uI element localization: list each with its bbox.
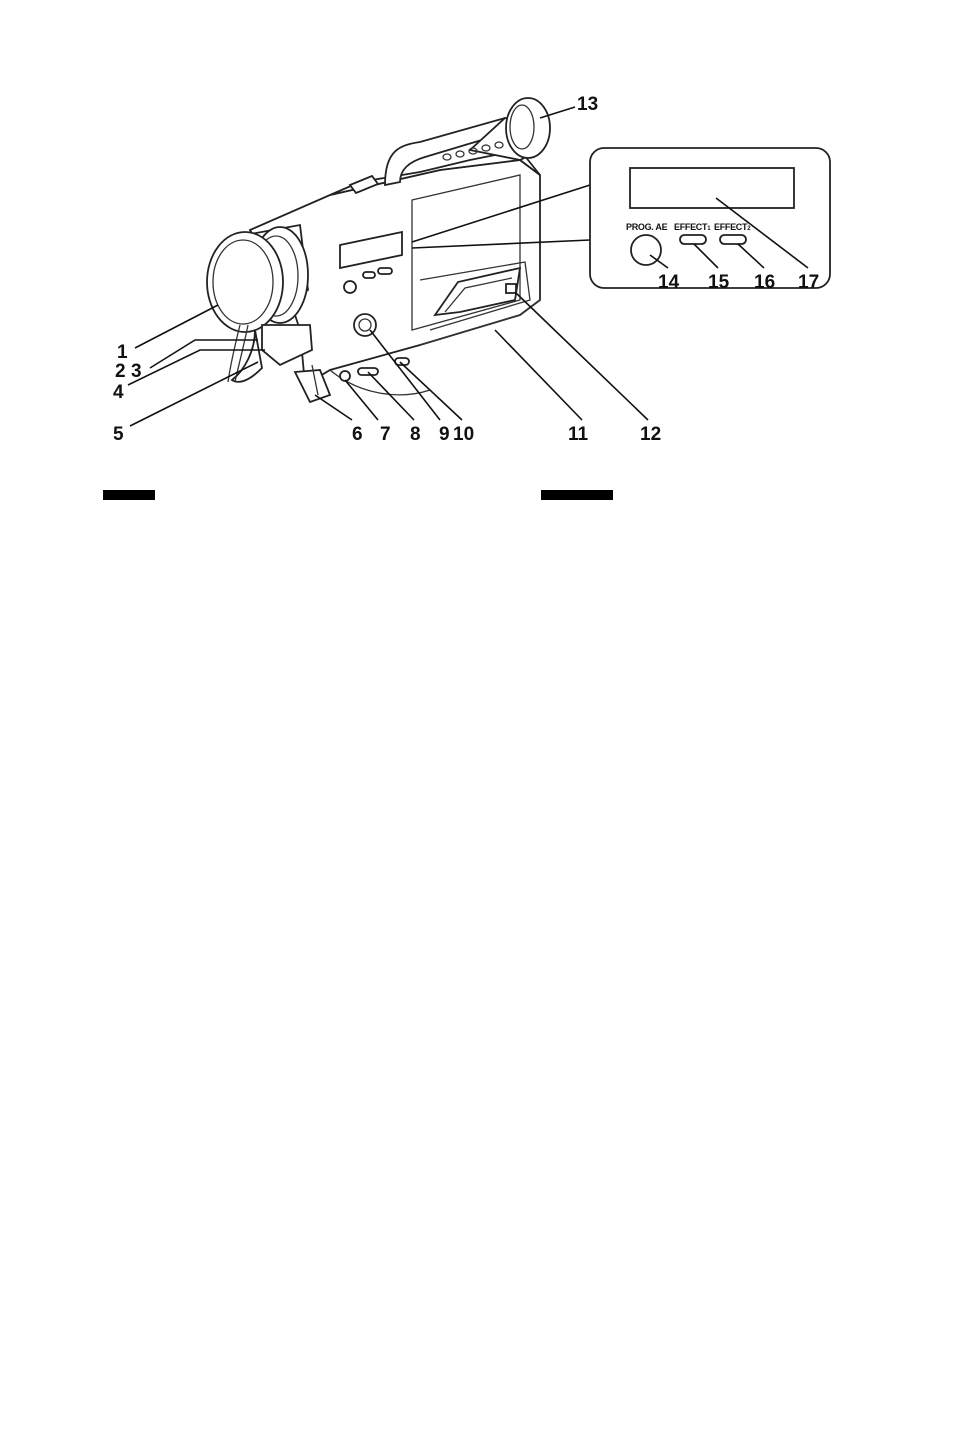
callout-10: 10 <box>453 424 474 445</box>
callout-11: 11 <box>568 424 589 445</box>
callout-9: 9 <box>439 424 450 445</box>
section-heading-left <box>103 490 155 500</box>
callout-2: 2 <box>115 361 126 382</box>
effect2-button <box>720 235 746 244</box>
callout-5: 5 <box>113 424 124 445</box>
callout-7: 7 <box>380 424 391 445</box>
callout-4: 4 <box>113 382 124 403</box>
lcd-display <box>630 168 794 208</box>
label-effect1: EFFECT1 <box>674 222 711 232</box>
callout-1: 1 <box>117 342 128 363</box>
camcorder-illustration <box>207 98 550 402</box>
callout-6: 6 <box>352 424 363 445</box>
callout-16: 16 <box>754 272 775 293</box>
label-prog-ae: PROG. AE <box>626 222 668 232</box>
callout-3: 3 <box>131 361 142 382</box>
callout-12: 12 <box>640 424 661 445</box>
lens-cap-shape <box>207 232 283 332</box>
label-effect2: EFFECT2 <box>714 222 751 232</box>
callout-14: 14 <box>658 272 680 293</box>
callout-17: 17 <box>798 272 819 293</box>
callout-15: 15 <box>708 272 730 293</box>
callout-8: 8 <box>410 424 421 445</box>
callout-13: 13 <box>577 94 598 115</box>
camcorder-diagram: PROG. AE EFFECT1 EFFECT2 <box>0 0 955 520</box>
effect1-button <box>680 235 706 244</box>
section-heading-right <box>541 490 613 500</box>
